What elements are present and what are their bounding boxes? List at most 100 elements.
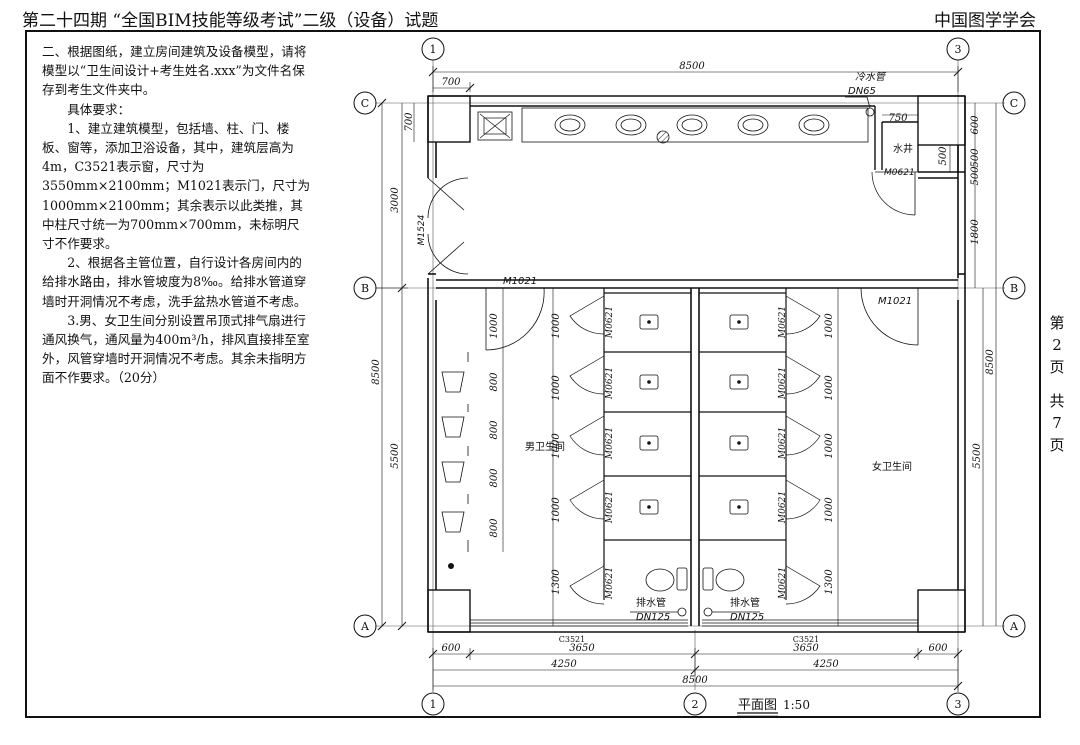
drain-pipe-men-icon xyxy=(677,607,687,617)
axis-label-b-left: B xyxy=(361,282,369,295)
label-entry-door: M1524 xyxy=(417,214,427,245)
dim-stall-1000d: 1000 xyxy=(551,497,562,523)
axis-label-3-bottom: 3 xyxy=(955,698,962,711)
sink-2 xyxy=(615,114,647,136)
dim-stall-1000b: 1000 xyxy=(551,375,562,401)
axis-bubble-1-top xyxy=(421,37,445,61)
dim-bot-8500: 8500 xyxy=(682,675,708,686)
squat-toilet xyxy=(639,499,659,515)
label-cold-dn: DN65 xyxy=(848,86,876,97)
stall-door-labels: M0621 M0621 M0621 M0621 M0621 M0621 M062… xyxy=(605,306,788,600)
drain-pipe-women-icon xyxy=(703,607,713,617)
squat-toilet xyxy=(639,435,659,451)
dim-right-1800: 1800 xyxy=(970,219,981,245)
dim-right-600: 600 xyxy=(970,115,981,135)
axis-bubbles xyxy=(353,37,1026,716)
label-window-men: C3521 xyxy=(559,635,585,644)
axis-labels: 1 3 1 2 3 C C B B A A xyxy=(360,43,1019,711)
stall-partitions xyxy=(603,288,787,600)
label-drain-dn-men: DN125 xyxy=(636,612,670,623)
axis-bubble-c-left xyxy=(353,91,377,115)
page-number-prefix: 第 xyxy=(1049,314,1065,332)
dim-left-8500: 8500 xyxy=(371,359,382,385)
dim-men-800a: 800 xyxy=(489,372,500,392)
axis-label-a-right: A xyxy=(1009,620,1019,633)
vanity-counter xyxy=(521,107,869,143)
dim-men-800b: 800 xyxy=(489,420,500,440)
dim-bot-3650a: 3650 xyxy=(569,643,595,654)
label-women-room: 女卫生间 xyxy=(872,460,912,473)
axis-label-c-right: C xyxy=(1010,97,1018,110)
pipe-markers xyxy=(630,96,875,617)
dim-right-8500: 8500 xyxy=(985,349,996,375)
axis-label-2-bottom: 2 xyxy=(692,698,699,711)
page-number: 第 2 页 共 7 页 xyxy=(1047,312,1067,456)
label-window-women: C3521 xyxy=(793,635,819,644)
column-c1 xyxy=(427,95,471,143)
label-stall-door: M0621 xyxy=(778,491,788,524)
dim-men-800d: 800 xyxy=(489,518,500,538)
sink-4 xyxy=(737,114,769,136)
dim-women-1300: 1300 xyxy=(824,569,835,595)
label-stall-door: M0621 xyxy=(605,427,615,460)
sink-counter xyxy=(477,107,869,144)
floor-drain-dot xyxy=(448,563,454,569)
squat-toilet xyxy=(729,499,749,515)
plan-title: 平面图 xyxy=(738,698,777,713)
plan-labels: 冷水管 DN65 水井 M0621 M1524 M1021 M1021 男卫生间… xyxy=(417,71,915,644)
dim-stall-1000a: 1000 xyxy=(551,313,562,339)
dim-bot-600a: 600 xyxy=(441,643,461,654)
dim-left-3000: 3000 xyxy=(390,187,401,213)
label-men-door: M1021 xyxy=(503,276,537,287)
axis-label-3-top: 3 xyxy=(955,43,962,56)
dim-bot-4250b: 4250 xyxy=(812,659,839,670)
sink-3 xyxy=(676,114,708,136)
columns xyxy=(427,95,966,633)
dim-bot-3650b: 3650 xyxy=(793,643,819,654)
squat-toilets xyxy=(639,314,749,515)
task-description: 二、根据图纸，建立房间建筑及设备模型，请将模型以“卫生间设计+考生姓名.xxx”… xyxy=(42,42,312,388)
sink-5-bowl xyxy=(803,118,825,132)
label-stall-door: M0621 xyxy=(605,367,615,400)
axis-label-1-top: 1 xyxy=(430,43,437,56)
men-entry-door xyxy=(485,287,545,351)
label-stall-door: M0621 xyxy=(778,427,788,460)
task-paragraph-5: 3.男、女卫生间分别设置吊顶式排气扇进行通风换气，通风量为400m³/h，排风直… xyxy=(42,312,310,386)
dim-right-5500: 5500 xyxy=(972,443,983,469)
seated-toilet-women xyxy=(715,568,745,592)
axis-label-c-left: C xyxy=(361,97,369,110)
sink-3-bowl xyxy=(681,118,703,132)
dim-shaft-500: 500 xyxy=(938,146,949,166)
label-drain-pipe-women: 排水管 xyxy=(730,596,760,609)
plan-title-block: 平面图 1:50 xyxy=(738,698,810,713)
seated-toilets xyxy=(645,567,745,592)
axis-bubble-b-right xyxy=(1002,276,1026,300)
dim-top-700: 700 xyxy=(441,77,461,88)
sink-4-bowl xyxy=(742,118,764,132)
sheet-border xyxy=(25,30,1041,718)
page-number-unit: 页 xyxy=(1049,358,1065,376)
urinal-1 xyxy=(441,371,465,393)
squat-toilet xyxy=(639,314,659,330)
floor-plan-drawing: 1 3 1 2 3 C C B B A A xyxy=(345,32,1045,726)
dim-stall-1000c: 1000 xyxy=(551,433,562,459)
urinal-2 xyxy=(441,416,465,438)
page-total-prefix: 共 xyxy=(1049,392,1065,410)
column-c3 xyxy=(917,95,966,146)
dim-men-1000: 1000 xyxy=(489,313,500,339)
label-stall-door: M0621 xyxy=(778,567,788,600)
dim-left-5500: 5500 xyxy=(390,443,401,469)
dimension-lines xyxy=(376,66,997,692)
dim-top-total: 8500 xyxy=(679,61,705,72)
dim-right-500a: 500 xyxy=(970,148,981,168)
water-shaft xyxy=(871,106,965,216)
squat-toilet xyxy=(639,374,659,390)
sink-2-bowl xyxy=(620,118,642,132)
task-paragraph-1: 二、根据图纸，建立房间建筑及设备模型，请将模型以“卫生间设计+考生姓名.xxx”… xyxy=(42,44,307,98)
axis-bubble-c-right xyxy=(1002,91,1026,115)
column-a1 xyxy=(427,589,471,633)
urinals xyxy=(441,352,469,552)
axis-label-b-right: B xyxy=(1010,282,1018,295)
dim-women-1000b: 1000 xyxy=(824,375,835,401)
label-stall-door: M0621 xyxy=(605,491,615,524)
